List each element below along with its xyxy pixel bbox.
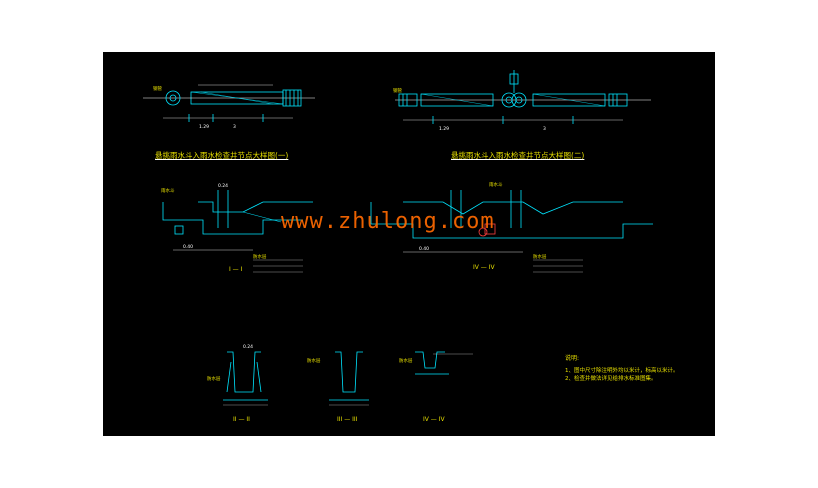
title-plan-two: 悬挑雨水斗入雨水检查井节点大样图(二) bbox=[451, 151, 585, 160]
notes-line-1: 1、图中尺寸除注明外均以米计，标高以米计。 bbox=[565, 368, 679, 374]
cad-linework: 钢管 钢管 雨水斗 雨水斗 防水层 防水层 防水层 防水层 防水层 0.24 0… bbox=[143, 70, 653, 406]
svg-text:雨水斗: 雨水斗 bbox=[161, 187, 175, 194]
section-label-4: IV — IV bbox=[423, 416, 445, 423]
dim-d5: 0.40 bbox=[183, 244, 193, 250]
notes-line-2: 2、检查井做法详见给排水标准图集。 bbox=[565, 376, 657, 382]
dim-d2: 0.24 bbox=[243, 344, 253, 350]
section-label-1: I — I bbox=[229, 266, 243, 273]
dim-d1: 0.24 bbox=[218, 183, 228, 189]
dim-d3: 1.29 bbox=[199, 124, 209, 130]
cad-drawing-canvas: 钢管 钢管 雨水斗 雨水斗 防水层 防水层 防水层 防水层 防水层 0.24 0… bbox=[103, 52, 715, 436]
notes-heading: 说明: bbox=[565, 355, 580, 362]
dim-d7: 3 bbox=[543, 126, 546, 132]
dim-d6: 1.29 bbox=[439, 126, 449, 132]
notes-block: 说明: 1、图中尺寸除注明外均以米计，标高以米计。 2、检查井做法详见给排水标准… bbox=[565, 355, 679, 383]
svg-text:雨水斗: 雨水斗 bbox=[489, 181, 503, 188]
svg-text:钢管: 钢管 bbox=[393, 87, 402, 94]
dim-d4: 3 bbox=[233, 124, 236, 130]
section-label-3: III — III bbox=[337, 416, 358, 423]
dim-d8: 0.40 bbox=[419, 246, 429, 252]
watermark: www.zhulong.com bbox=[281, 209, 495, 234]
svg-text:防水层: 防水层 bbox=[307, 357, 321, 364]
section-label-2: II — II bbox=[233, 416, 250, 423]
svg-text:防水层: 防水层 bbox=[253, 253, 267, 260]
svg-text:钢管: 钢管 bbox=[153, 85, 162, 92]
svg-text:防水层: 防水层 bbox=[533, 253, 547, 260]
section-label-4-top: IV — IV bbox=[473, 264, 495, 271]
svg-text:防水层: 防水层 bbox=[399, 357, 413, 364]
svg-text:防水层: 防水层 bbox=[207, 375, 221, 382]
title-plan-one: 悬挑雨水斗入雨水检查井节点大样图(一) bbox=[155, 151, 289, 160]
